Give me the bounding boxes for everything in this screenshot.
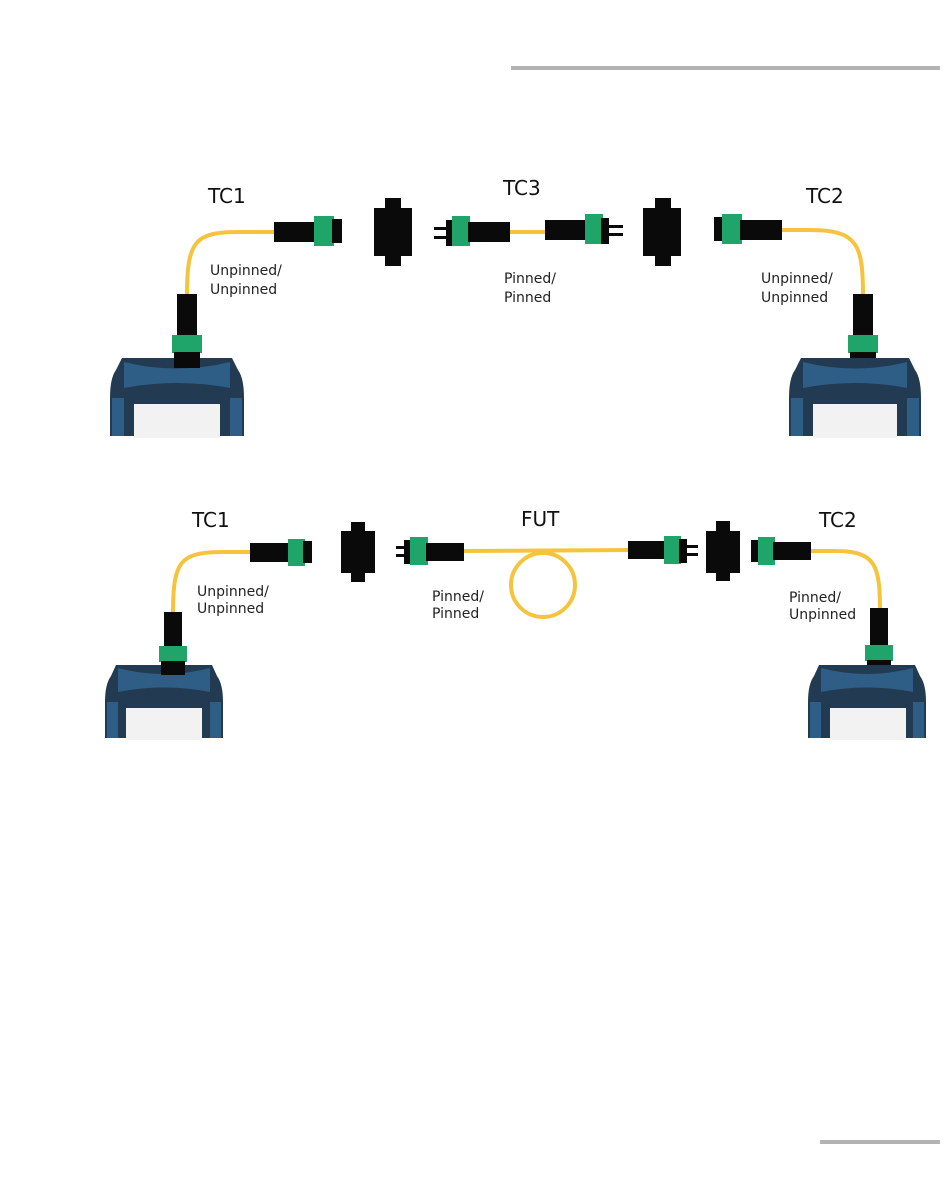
device-left-top <box>110 358 244 438</box>
device-right-bottom <box>808 665 926 740</box>
mpo-connector-icon <box>751 537 811 565</box>
fiber-fut <box>462 550 640 551</box>
mpo-connector-icon <box>865 608 893 674</box>
diagram-bottom: TC1 FUT TC2 Unpinned/ Unpinned Pinned/ P… <box>105 507 926 740</box>
tc3-type-line1: Pinned/ <box>504 271 556 287</box>
mpo-connector-icon <box>250 539 312 566</box>
tc1-label: TC1 <box>207 184 246 208</box>
mpo-connector-icon <box>628 536 698 564</box>
mpo-connector-icon <box>172 294 202 368</box>
tc1-label: TC1 <box>191 508 230 532</box>
device-left-bottom <box>105 665 223 740</box>
tc2-type-line1: Pinned/ <box>789 590 841 606</box>
mpo-connector-icon <box>159 612 187 675</box>
fut-label: FUT <box>521 507 560 531</box>
mpo-connector-icon <box>848 294 878 368</box>
tc1-type-line1: Unpinned/ <box>197 584 269 600</box>
fut-type-line2: Pinned <box>432 606 479 622</box>
tc2-label: TC2 <box>818 508 857 532</box>
mpo-connector-icon <box>396 537 464 565</box>
tc3-type-line2: Pinned <box>504 290 551 306</box>
tc2-type-line2: Unpinned <box>761 290 828 306</box>
tc3-label: TC3 <box>502 176 541 200</box>
mpo-connector-icon <box>434 216 510 246</box>
mpo-connector-icon <box>545 214 623 244</box>
tc2-type-line1: Unpinned/ <box>761 271 833 287</box>
tc1-type-line1: Unpinned/ <box>210 263 282 279</box>
device-right-top <box>789 358 921 438</box>
tc1-type-line2: Unpinned <box>197 601 264 617</box>
tc2-type-line2: Unpinned <box>789 607 856 623</box>
mpo-connector-icon <box>714 214 782 244</box>
mating-adapter-icon <box>374 198 412 266</box>
diagram-top: TC1 TC3 TC2 Unpinned/ Unpinned Pinned/ P… <box>110 176 921 438</box>
tc1-type-line2: Unpinned <box>210 282 277 298</box>
mating-adapter-icon <box>643 198 681 266</box>
mating-adapter-icon <box>341 522 375 582</box>
fiber-loop-icon <box>511 553 575 617</box>
tc2-label: TC2 <box>805 184 844 208</box>
mating-adapter-icon <box>706 521 740 581</box>
fut-type-line1: Pinned/ <box>432 589 484 605</box>
mpo-connector-icon <box>274 216 342 246</box>
